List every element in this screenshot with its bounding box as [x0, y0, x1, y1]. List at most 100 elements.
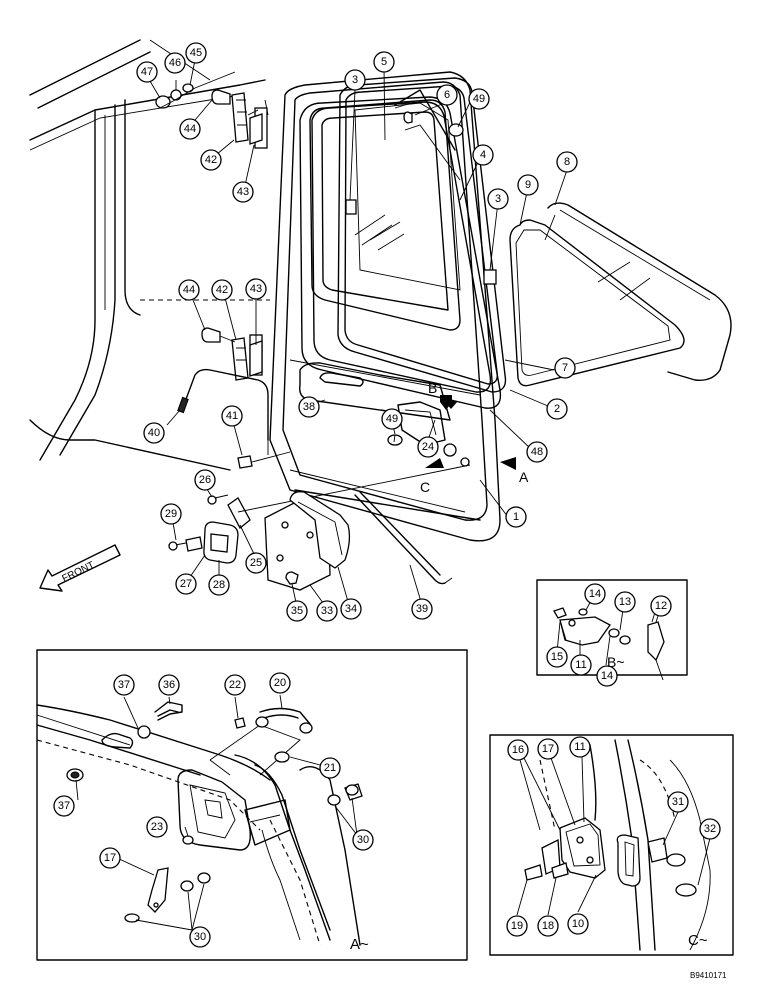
callout-34: 34 [340, 598, 362, 620]
lower-plates [264, 489, 481, 591]
svg-text:2: 2 [554, 403, 560, 415]
callout-45: 45 [185, 42, 207, 64]
leader-lines-inset-c [516, 756, 711, 916]
svg-text:16: 16 [512, 744, 524, 756]
callout-37: 37 [113, 674, 135, 696]
svg-text:42: 42 [216, 284, 228, 296]
svg-text:36: 36 [163, 679, 175, 691]
callout-43: 43 [232, 181, 254, 203]
callout-27: 27 [175, 573, 197, 595]
inset-c-label: C~ [688, 932, 708, 949]
svg-text:25: 25 [250, 557, 262, 569]
svg-text:12: 12 [655, 600, 667, 612]
callout-23: 23 [146, 816, 168, 838]
callout-14: 14 [596, 665, 618, 687]
callout-20: 20 [269, 672, 291, 694]
svg-text:7: 7 [562, 362, 568, 374]
callout-8: 8 [556, 151, 578, 173]
svg-text:37: 37 [118, 679, 130, 691]
svg-text:26: 26 [199, 474, 211, 486]
callout-13: 13 [614, 591, 636, 613]
inset-b-label: B~ [607, 654, 625, 670]
callout-3: 3 [344, 69, 366, 91]
callout-2: 2 [546, 398, 568, 420]
callout-46: 46 [164, 52, 186, 74]
callout-5: 5 [373, 51, 395, 73]
hinge-parts-upper [155, 71, 263, 145]
svg-text:11: 11 [574, 741, 585, 753]
plugs [345, 111, 497, 446]
svg-text:8: 8 [564, 156, 570, 168]
callout-29: 29 [160, 503, 182, 525]
svg-text:10: 10 [572, 918, 584, 930]
leader-lines-inset-a [75, 694, 358, 931]
svg-text:20: 20 [274, 677, 286, 689]
arrow-a-label: A [519, 469, 529, 485]
door-panel [249, 71, 501, 542]
inset-a-frame [36, 649, 468, 961]
callout-17: 17 [99, 847, 121, 869]
svg-text:21: 21 [324, 762, 336, 774]
callout-47: 47 [136, 61, 158, 83]
svg-text:23: 23 [151, 821, 163, 833]
svg-text:30: 30 [357, 834, 369, 846]
callout-22: 22 [224, 674, 246, 696]
callout-group-inset-a: 37 36 22 20 21 30 23 17 30 37 [53, 672, 374, 948]
callout-26: 26 [194, 469, 216, 491]
callout-19: 19 [506, 915, 528, 937]
callout-4: 4 [472, 144, 494, 166]
callout-6: 6 [436, 84, 458, 106]
callout-21: 21 [319, 757, 341, 779]
svg-text:13: 13 [619, 596, 631, 608]
callout-33: 33 [316, 600, 338, 622]
callout-48: 48 [526, 441, 548, 463]
svg-text:37: 37 [58, 800, 70, 812]
svg-text:31: 31 [672, 796, 684, 808]
svg-text:33: 33 [321, 605, 333, 617]
svg-text:3: 3 [352, 74, 358, 86]
callout-24: 24 [417, 436, 439, 458]
callout-group-main: 1 2 3 3 4 5 6 7 8 9 24 25 26 27 28 29 33… [136, 42, 578, 622]
svg-text:15: 15 [551, 651, 563, 663]
callout-28: 28 [208, 574, 230, 596]
callout-11: 11 [569, 736, 591, 758]
callout-1: 1 [505, 506, 527, 528]
callout-11: 11 [570, 654, 592, 676]
callout-10: 10 [567, 913, 589, 935]
callout-37: 37 [53, 795, 75, 817]
callout-49: 49 [468, 88, 490, 110]
svg-text:32: 32 [704, 823, 716, 835]
callout-3: 3 [487, 188, 509, 210]
window-seals [299, 77, 507, 409]
svg-text:34: 34 [345, 603, 357, 615]
callout-7: 7 [554, 357, 576, 379]
inset-b-frame [536, 579, 688, 681]
callout-32: 32 [699, 818, 721, 840]
callout-16: 16 [507, 739, 529, 761]
svg-text:49: 49 [386, 413, 398, 425]
svg-text:9: 9 [525, 179, 531, 191]
svg-text:4: 4 [480, 149, 486, 161]
svg-text:35: 35 [291, 605, 303, 617]
callout-15: 15 [546, 646, 568, 668]
callout-40: 40 [143, 422, 165, 444]
svg-text:49: 49 [473, 93, 485, 105]
callout-group-inset-c: 16 17 11 31 32 19 18 10 [506, 736, 721, 937]
callout-42: 42 [200, 149, 222, 171]
svg-text:22: 22 [229, 679, 241, 691]
callout-17: 17 [537, 738, 559, 760]
svg-text:42: 42 [205, 154, 217, 166]
inset-c-frame [489, 734, 734, 956]
svg-text:17: 17 [104, 852, 116, 864]
callout-12: 12 [650, 595, 672, 617]
svg-text:6: 6 [444, 89, 450, 101]
hinge-parts-lower [201, 327, 263, 381]
svg-text:11: 11 [575, 659, 586, 671]
svg-text:17: 17 [542, 743, 554, 755]
callout-group-inset-b: 14 13 12 15 11 14 [546, 583, 672, 687]
svg-text:27: 27 [180, 578, 192, 590]
callout-49: 49 [381, 408, 403, 430]
callout-43: 43 [245, 278, 267, 300]
inset-a-label: A~ [350, 936, 369, 953]
